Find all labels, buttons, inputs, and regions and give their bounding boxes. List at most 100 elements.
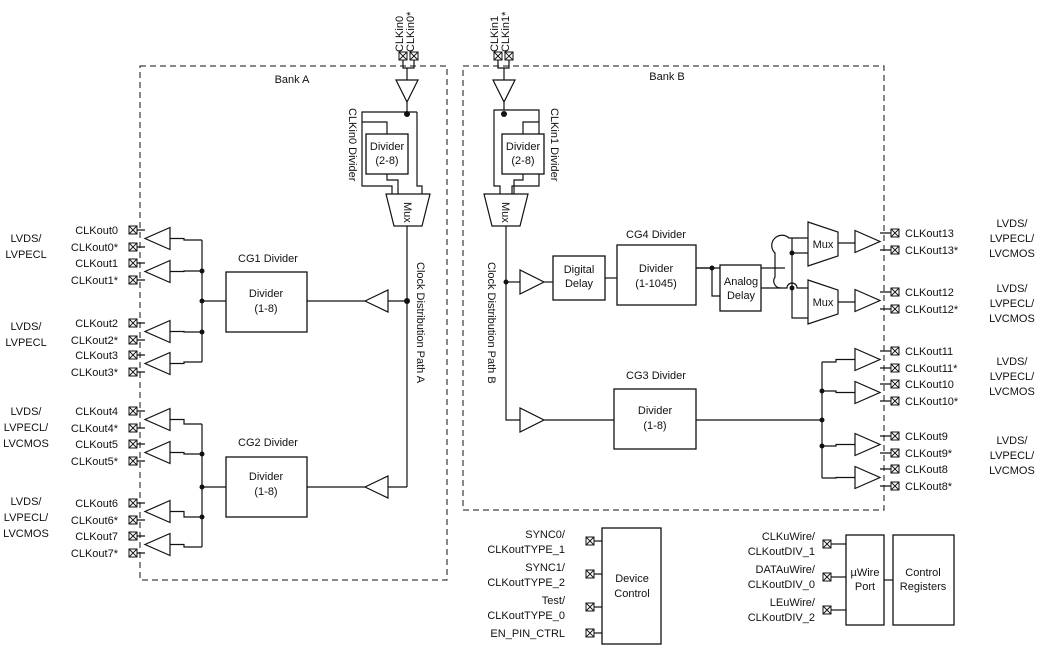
clock-path-a-label: Clock Distribution Path A (414, 262, 426, 384)
cg3-divider-block (613, 388, 697, 450)
clkout4n-pin[interactable] (128, 423, 138, 433)
bank-b-outline (462, 65, 885, 511)
clkout0n-pin[interactable] (128, 242, 138, 252)
format-g8-line0: LVDS/ (997, 435, 1029, 447)
device-control-pin-0[interactable] (585, 536, 595, 546)
clkout9n-label: CLKout9* (905, 448, 953, 460)
device-control-pin-1-l2: CLKoutTYPE_2 (487, 577, 565, 589)
cg3-title: CG3 Divider (626, 370, 686, 382)
clkin1-section: CLKin1 CLKin1* Divider (2-8) Mux CLKin1 … (483, 11, 560, 227)
digital-delay-l1: Digital (564, 264, 595, 276)
device-control-title1: Device (615, 573, 649, 585)
clkout3n-pin[interactable] (128, 367, 138, 377)
clkout5n-pin[interactable] (128, 456, 138, 466)
clkout7-buffer (143, 532, 171, 557)
clkout5-pin[interactable] (128, 439, 138, 449)
clkout12-mux (807, 279, 839, 325)
uwire-pin-2-l1: LEuWire/ (770, 597, 816, 609)
clkin0-input-buffer (395, 79, 419, 104)
clkout13-pin[interactable] (890, 228, 900, 238)
clkin0-pin[interactable] (398, 51, 408, 61)
clkout6-pin[interactable] (128, 498, 138, 508)
clkout10-label: CLKout10 (905, 379, 954, 391)
format-g2-line1: LVPECL (5, 337, 46, 349)
clkout1-pin[interactable] (128, 258, 138, 268)
clkout3n-label: CLKout3* (71, 367, 119, 379)
clkout5-buffer (143, 440, 171, 465)
format-g8-line2: LVCMOS (989, 465, 1035, 477)
clock-path-b-label: Clock Distribution Path B (485, 262, 497, 384)
clkout6-buffer (143, 499, 171, 524)
clkout13n-pin[interactable] (890, 245, 900, 255)
format-g8-line1: LVPECL/ (990, 450, 1035, 462)
clkin0-divider-name: Divider (370, 141, 405, 153)
cg2-buffer (363, 475, 389, 499)
device-control-pin-2[interactable] (585, 602, 595, 612)
clkout11n-label: CLKout11* (905, 363, 958, 375)
clkout9-buffer (854, 432, 882, 457)
clkout0-pin[interactable] (128, 225, 138, 235)
clkout13n-label: CLKout13* (905, 245, 959, 257)
uwire-pins: CLKuWire/CLKoutDIV_1DATAuWire/CLKoutDIV_… (748, 531, 846, 624)
clkin1n-pin-label: CLKin1* (500, 11, 512, 52)
device-control-pin-1[interactable] (585, 569, 595, 579)
cg1-buffer (363, 289, 389, 313)
clkout4-label: CLKout4 (75, 406, 118, 418)
clkout1n-pin[interactable] (128, 275, 138, 285)
clkin0n-pin[interactable] (409, 51, 419, 61)
clkout3-pin[interactable] (128, 350, 138, 360)
uwire-pin-1[interactable] (822, 572, 832, 582)
clkout13-mux (807, 221, 839, 267)
clkout8-label: CLKout8 (905, 464, 948, 476)
bank-a-label: Bank A (275, 74, 311, 86)
clkout9-pin[interactable] (890, 431, 900, 441)
cg2-divider-block (225, 456, 308, 518)
analog-delay-l1: Analog (724, 276, 758, 288)
clkout4n-label: CLKout4* (71, 423, 119, 435)
bank-a-outputs: CLKout0CLKout0*CLKout1CLKout1*CLKout2CLK… (71, 225, 202, 560)
cg4-divider-name: Divider (639, 263, 674, 275)
clkout13-mux-label: Mux (813, 239, 834, 251)
cg4-title: CG4 Divider (626, 229, 686, 241)
control-registers-l1: Control (905, 567, 940, 579)
uwire-pin-0[interactable] (822, 539, 832, 549)
clkout2-pin[interactable] (128, 318, 138, 328)
clkin0-divider-label: CLKin0 Divider (346, 108, 358, 182)
clock-path-b-line (505, 226, 520, 421)
clkout11-pin[interactable] (890, 346, 900, 356)
clkout11n-pin[interactable] (890, 363, 900, 373)
clkout7-pin[interactable] (128, 531, 138, 541)
clkin1n-pin[interactable] (504, 51, 514, 61)
cg4-divider-block (616, 244, 697, 306)
clkin0-mux-label: Mux (401, 202, 413, 223)
uwire-pin-2[interactable] (822, 605, 832, 615)
clkout12-pin[interactable] (890, 287, 900, 297)
clkout12n-label: CLKout12* (905, 304, 959, 316)
clkout10-pin[interactable] (890, 379, 900, 389)
device-control-pin-0-l2: CLKoutTYPE_1 (487, 544, 565, 556)
device-control-pin-3[interactable] (585, 628, 595, 638)
clkout8n-pin[interactable] (890, 481, 900, 491)
clkout10-buffer (854, 380, 882, 405)
cg3-divider-range: (1-8) (643, 420, 666, 432)
clkout2-label: CLKout2 (75, 318, 118, 330)
clkout4-pin[interactable] (128, 406, 138, 416)
control-registers-l2: Registers (900, 581, 947, 593)
clkout12n-pin[interactable] (890, 304, 900, 314)
cg3-divider-name: Divider (638, 405, 673, 417)
clkout10n-pin[interactable] (890, 396, 900, 406)
clkin0-divider-range: (2-8) (375, 155, 398, 167)
clkout7n-pin[interactable] (128, 548, 138, 558)
clkout9n-pin[interactable] (890, 448, 900, 458)
clkin0n-pin-label: CLKin0* (405, 11, 417, 52)
uwire-pin-1-l2: CLKoutDIV_0 (748, 579, 815, 591)
clkout6n-pin[interactable] (128, 515, 138, 525)
clkout8-pin[interactable] (890, 464, 900, 474)
clkin1-pin[interactable] (493, 51, 503, 61)
clkin0-mux (385, 193, 431, 227)
clkout2n-pin[interactable] (128, 335, 138, 345)
digital-delay-l2: Delay (565, 278, 594, 290)
clkin1-mux-label: Mux (499, 202, 511, 223)
format-g3-line1: LVPECL/ (4, 422, 49, 434)
